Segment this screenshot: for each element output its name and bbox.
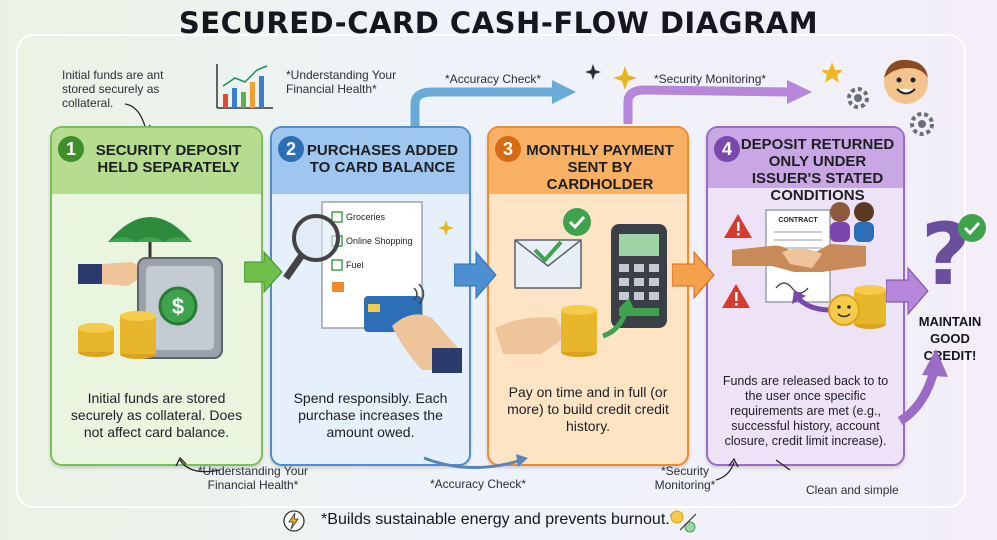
- sparkle-icons: [585, 64, 637, 90]
- bottom-flow-arrows: [175, 454, 791, 481]
- step-number-1: 1: [58, 136, 84, 162]
- step-title-3: MONTHLY PAYMENT SENT BY CARDHOLDER: [526, 142, 674, 193]
- step-card-3-header: [489, 128, 687, 194]
- umbrella-safe-coins-illustration: $: [78, 217, 223, 359]
- step-desc-1: Initial funds are stored securely as col…: [70, 390, 243, 440]
- step-desc-2: Spend responsibly. Each purchase increas…: [293, 390, 448, 440]
- payment-terminal-illustration: [495, 208, 667, 357]
- step-card-2-header: [272, 128, 469, 194]
- note-security-bottom: *Security Monitoring*: [654, 464, 716, 492]
- step-title-4: DEPOSIT RETURNED ONLY UNDER ISSUER'S STA…: [740, 136, 895, 204]
- list-item-fuel: Fuel: [346, 260, 364, 270]
- svg-text:$: $: [172, 294, 184, 319]
- step-card-2: 2 PURCHASES ADDED TO CARD BALANCE Grocer…: [270, 126, 471, 466]
- step-title-1: SECURITY DEPOSIT HELD SEPARATELY: [95, 142, 242, 176]
- contract-handshake-illustration: CONTRACT: [722, 202, 886, 329]
- note-accuracy-top: *Accuracy Check*: [445, 72, 542, 86]
- person-avatar-icon: [822, 59, 934, 136]
- top-flow-arrows: [410, 80, 812, 126]
- step-card-4-header: [708, 128, 903, 188]
- lightning-icon: [283, 510, 305, 532]
- step-number-4: 4: [714, 136, 740, 162]
- footer-note: *Builds sustainable energy and prevents …: [321, 511, 676, 528]
- balance-icon: [670, 510, 697, 533]
- receipt-card-illustration: Groceries Online Shopping Fuel: [283, 201, 462, 373]
- step-number-2: 2: [278, 136, 304, 162]
- flow-arrow-4-to-final: [886, 266, 929, 316]
- step-number-3: 3: [495, 136, 521, 162]
- step-desc-4: Funds are released back to to the user o…: [722, 374, 889, 448]
- flow-arrow-1-to-2: [244, 250, 283, 294]
- outer-frame: [16, 34, 966, 508]
- note-clean-simple: Clean and simple: [806, 483, 899, 497]
- flow-arrow-3-to-4: [672, 250, 715, 300]
- step-card-1: 1 SECURITY DEPOSIT HELD SEPARATELY $ Ini…: [50, 126, 263, 466]
- flow-arrow-2-to-3: [454, 250, 497, 300]
- question-check-icon: ?: [921, 206, 986, 296]
- list-item-online-shopping: Online Shopping: [346, 236, 413, 246]
- list-item-groceries: Groceries: [346, 212, 386, 222]
- note-understanding-top: *Understanding Your Financial Health*: [286, 68, 397, 96]
- step-title-2: PURCHASES ADDED TO CARD BALANCE: [306, 142, 459, 176]
- final-loop-arrow: [897, 349, 948, 425]
- chart-icon: [216, 64, 273, 109]
- contract-label: CONTRACT: [778, 217, 818, 224]
- step-card-3: 3 MONTHLY PAYMENT SENT BY CARDHOLDER Pay…: [487, 126, 689, 466]
- step-card-4: 4 DEPOSIT RETURNED ONLY UNDER ISSUER'S S…: [706, 126, 905, 466]
- note-top-left: Initial funds are ant stored securely as…: [62, 68, 164, 110]
- step-card-1-header: [52, 128, 261, 194]
- note-understanding-bottom: *Understanding Your Financial Health*: [197, 464, 309, 492]
- step-desc-3: Pay on time and in full (or more) to bui…: [507, 384, 669, 434]
- note-security-top: *Security Monitoring*: [654, 72, 767, 86]
- note-accuracy-bottom: *Accuracy Check*: [430, 477, 527, 491]
